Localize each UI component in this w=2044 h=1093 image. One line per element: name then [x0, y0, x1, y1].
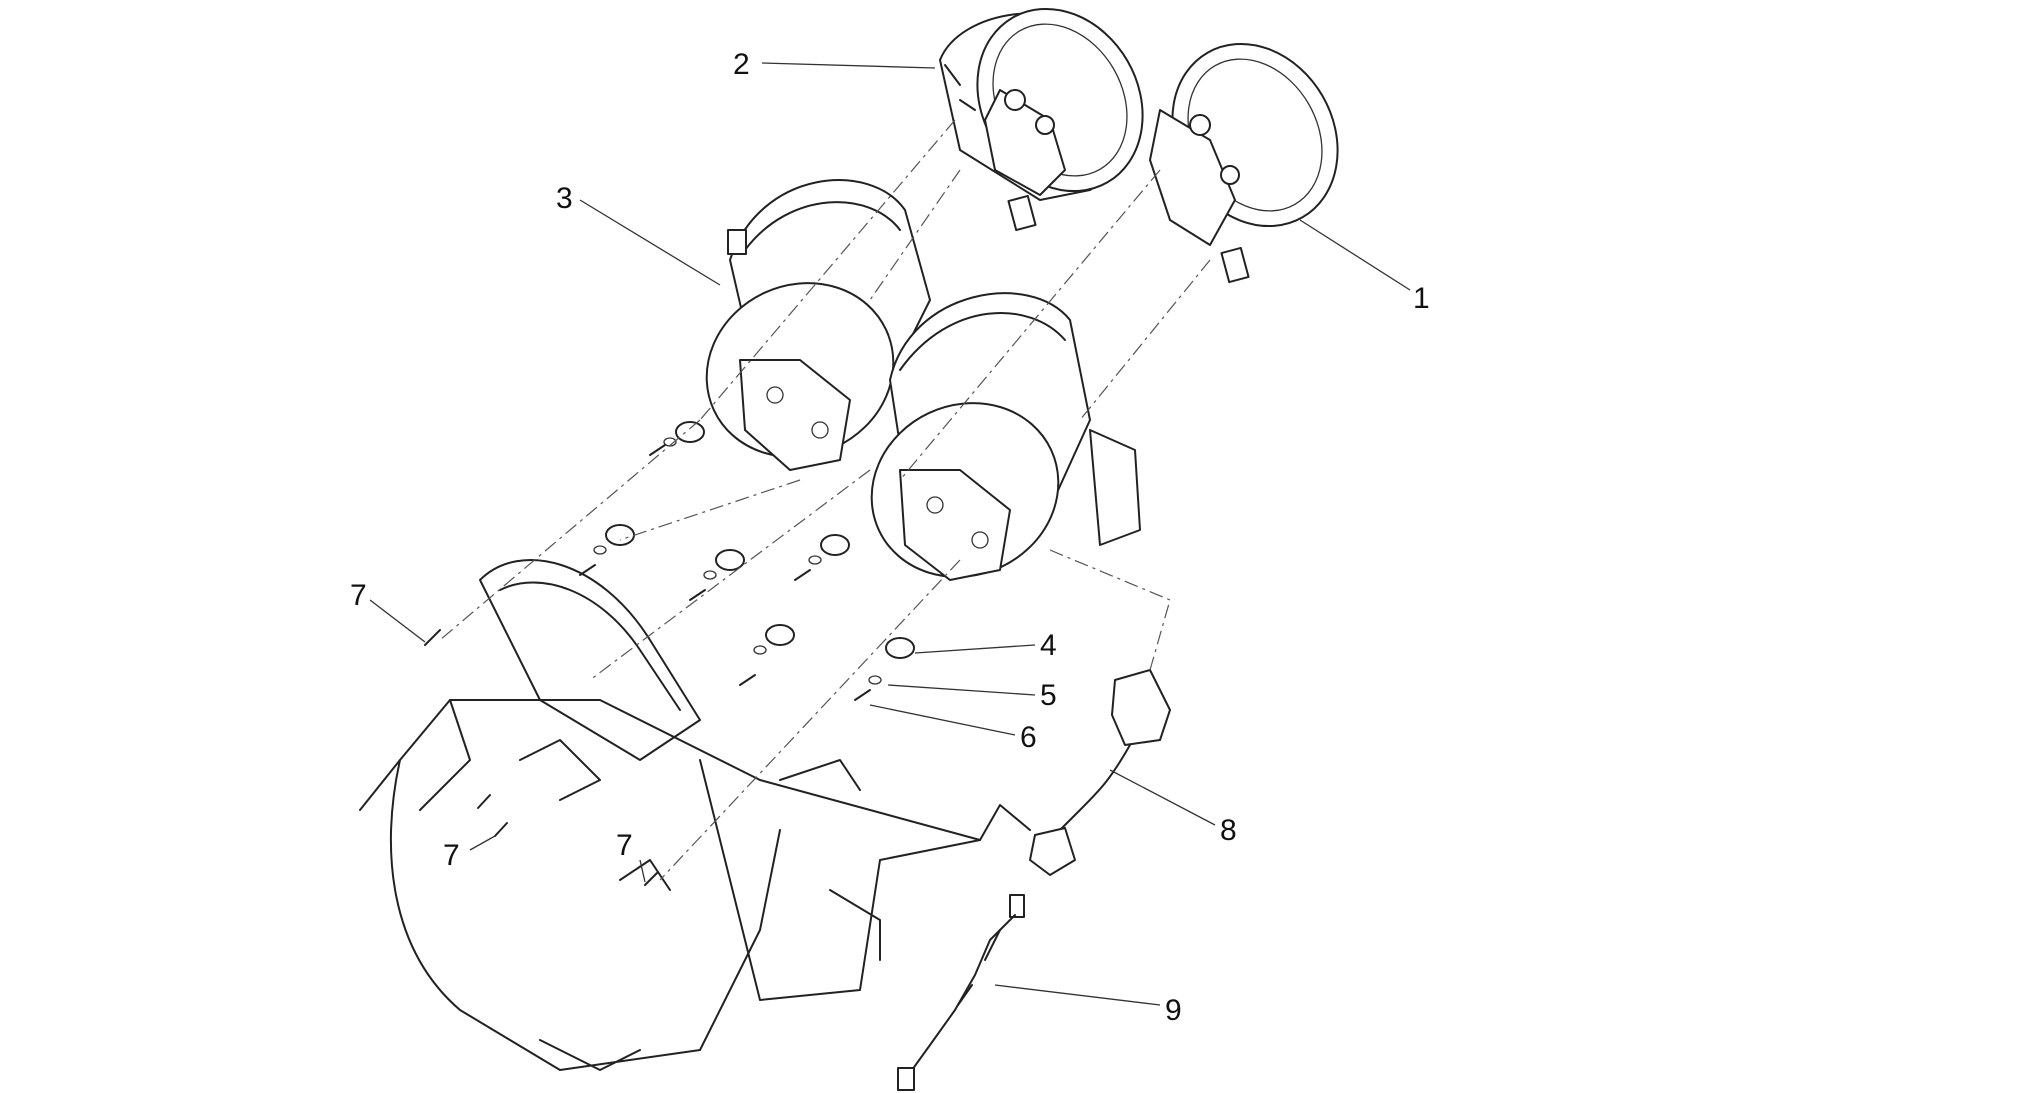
callout-3: 3 — [556, 182, 573, 215]
callout-6: 6 — [1020, 721, 1037, 754]
assembly-dash-lines — [439, 119, 1211, 881]
callout-7-lower-left: 7 — [443, 839, 460, 872]
callout-7-lower-center: 7 — [616, 829, 633, 862]
mounting-bracket-frame — [359, 559, 1031, 1071]
grommet-4 — [605, 421, 915, 659]
gauge-2 — [939, 7, 1144, 232]
wiring-harness-8 — [1029, 669, 1171, 876]
leader-lines — [369, 62, 1411, 1006]
callout-1: 1 — [1413, 282, 1430, 315]
callout-4: 4 — [1040, 629, 1057, 662]
callout-2: 2 — [733, 48, 750, 81]
washer-5 — [593, 437, 882, 685]
callout-8: 8 — [1220, 814, 1237, 847]
callout-labels: 1 2 3 4 5 6 7 7 7 8 9 — [350, 48, 1430, 1027]
callout-7-upper-left: 7 — [350, 579, 367, 612]
gauge-1 — [1149, 42, 1339, 284]
housing-right — [870, 292, 1141, 581]
callout-9: 9 — [1165, 994, 1182, 1027]
wiring-harness-9 — [897, 894, 1025, 1091]
housing-3 — [705, 179, 931, 471]
screw-7 — [424, 629, 659, 886]
screw-6 — [579, 444, 871, 701]
callout-5: 5 — [1040, 679, 1057, 712]
